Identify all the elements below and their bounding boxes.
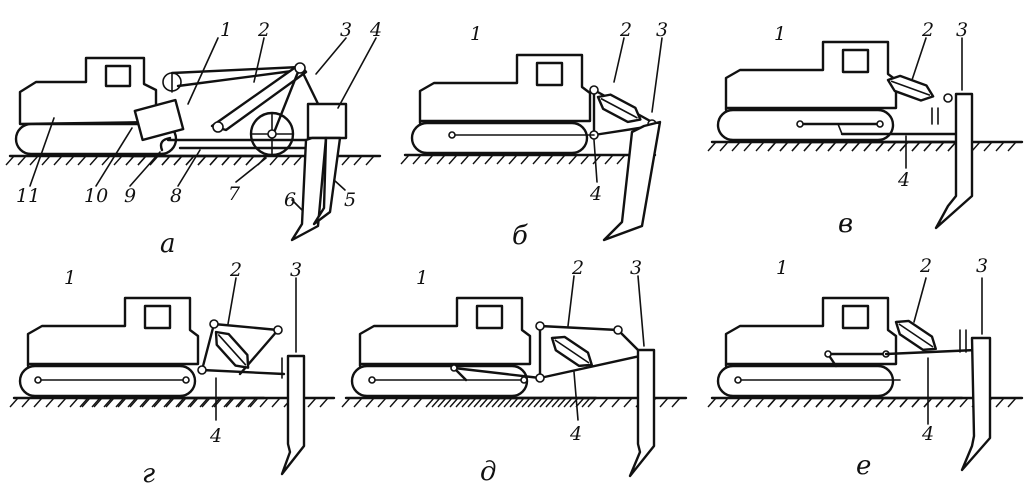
label-d-1: 1 [416, 267, 428, 289]
caption-v: в [838, 209, 853, 239]
ripper-shank [280, 354, 306, 476]
label-d-3: 3 [630, 257, 642, 279]
tractor-body [410, 53, 592, 155]
tractor-body [716, 40, 898, 142]
label-g-1: 1 [64, 267, 76, 289]
label-a-7: 7 [228, 183, 241, 205]
ripper-unit [290, 102, 348, 242]
caption-e: е [856, 451, 871, 481]
label-b-1: 1 [470, 23, 482, 45]
label-a-8: 8 [170, 185, 182, 207]
label-v-2: 2 [921, 19, 934, 41]
label-e-3: 3 [976, 255, 988, 277]
label-b-2: 2 [619, 19, 632, 41]
label-g-2: 2 [229, 259, 242, 281]
ripper-linkage [34, 319, 289, 384]
label-v-1: 1 [774, 23, 786, 45]
label-a-6: 6 [284, 189, 296, 211]
tractor-body [18, 296, 200, 398]
label-a-3: 3 [340, 19, 352, 41]
ripper-linkage [368, 321, 642, 384]
caption-d: д [480, 457, 496, 487]
ripper-linkage [734, 314, 978, 384]
ground-line [706, 140, 1024, 153]
caption-a: а [160, 229, 176, 259]
frame [159, 111, 324, 157]
label-g-4: 4 [209, 425, 222, 447]
label-d-2: 2 [571, 257, 584, 279]
ripper-shank [934, 92, 974, 230]
label-e-4: 4 [921, 423, 934, 445]
panel-v: 1 2 3 4 в [706, 19, 1024, 239]
ripper-linkage [796, 71, 958, 136]
label-a-10: 10 [84, 185, 108, 207]
label-e-1: 1 [776, 257, 788, 279]
tractor-body [716, 296, 898, 398]
ground-line [340, 396, 688, 409]
tractor-body [350, 296, 532, 398]
label-a-1: 1 [220, 19, 232, 41]
caption-b: б [512, 221, 528, 251]
callout-lines [29, 37, 377, 211]
panel-a: 1 2 3 4 5 6 7 8 9 10 11 а [4, 19, 382, 259]
label-a-2: 2 [257, 19, 270, 41]
panel-g: 1 2 3 4 г [8, 259, 336, 487]
label-g-3: 3 [290, 259, 302, 281]
label-a-5: 5 [344, 189, 356, 211]
panel-b: 1 2 3 4 б [399, 19, 668, 251]
label-a-9: 9 [124, 185, 136, 207]
label-d-4: 4 [569, 423, 582, 445]
ripper-shank [628, 348, 656, 478]
label-v-4: 4 [897, 169, 910, 191]
panel-d: 1 2 3 4 д [340, 257, 688, 487]
boom [170, 62, 324, 133]
ripper-shank [602, 120, 662, 242]
label-b-3: 3 [656, 19, 668, 41]
winch [133, 72, 185, 142]
label-v-3: 3 [956, 19, 968, 41]
label-e-2: 2 [919, 255, 932, 277]
ripper-shank [960, 336, 992, 472]
panel-e: 1 2 3 4 е [706, 255, 1024, 481]
label-b-4: 4 [589, 183, 602, 205]
ground-line [8, 396, 336, 409]
ground-line [399, 153, 657, 166]
caption-g: г [142, 459, 155, 487]
label-a-4: 4 [369, 19, 382, 41]
label-a-11: 11 [16, 185, 40, 207]
